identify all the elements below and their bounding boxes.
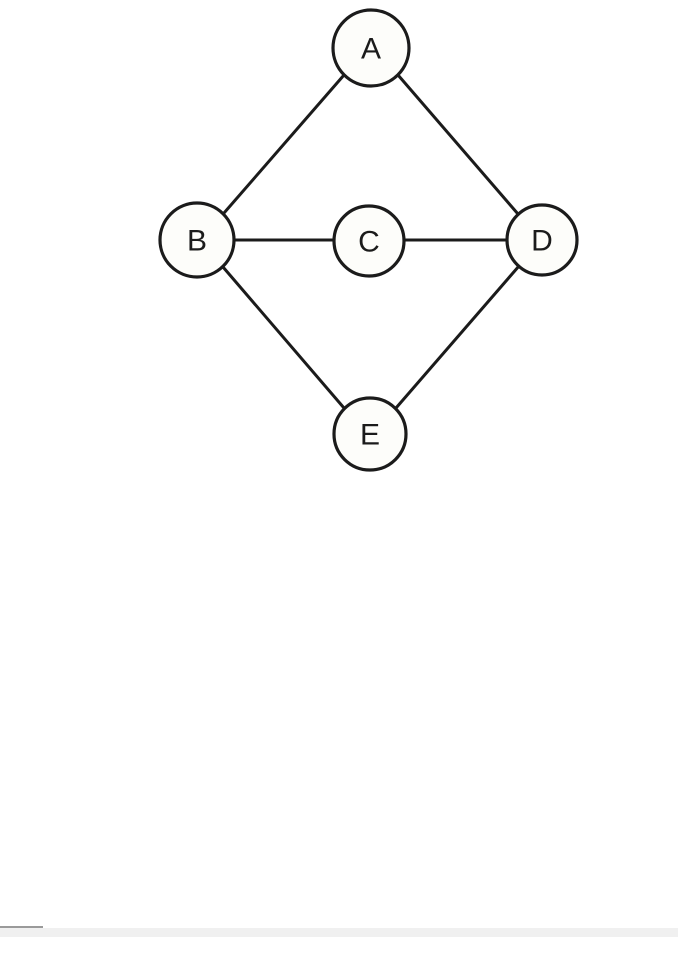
- horizontal-scrollbar-track[interactable]: [0, 930, 678, 937]
- node-d-circle[interactable]: [505, 203, 579, 277]
- bottom-chrome: [0, 460, 678, 937]
- node-e-circle[interactable]: [332, 396, 408, 472]
- edge-b-e: [221, 266, 346, 409]
- node-a[interactable]: A: [331, 8, 411, 88]
- edge-e-d: [394, 265, 521, 409]
- node-d-label: D: [531, 225, 553, 258]
- clipped-text-row: [262, 921, 678, 928]
- graph-nodes: A B C D E: [158, 8, 579, 472]
- node-a-label: A: [361, 33, 381, 66]
- node-b[interactable]: B: [158, 201, 236, 279]
- node-b-circle[interactable]: [158, 201, 236, 279]
- edge-a-d: [396, 74, 520, 215]
- node-c[interactable]: C: [332, 204, 406, 278]
- node-e-label: E: [360, 419, 380, 452]
- node-d[interactable]: D: [505, 203, 579, 277]
- diagram-canvas: A B C D E: [0, 8, 678, 937]
- node-c-label: C: [358, 226, 380, 259]
- edge-a-b: [222, 74, 346, 214]
- node-e[interactable]: E: [332, 396, 408, 472]
- node-c-circle[interactable]: [332, 204, 406, 278]
- graph-edges: [221, 74, 521, 409]
- node-b-label: B: [187, 225, 207, 258]
- graph-diagram: A B C D E: [158, 8, 579, 472]
- node-a-circle[interactable]: [331, 8, 411, 88]
